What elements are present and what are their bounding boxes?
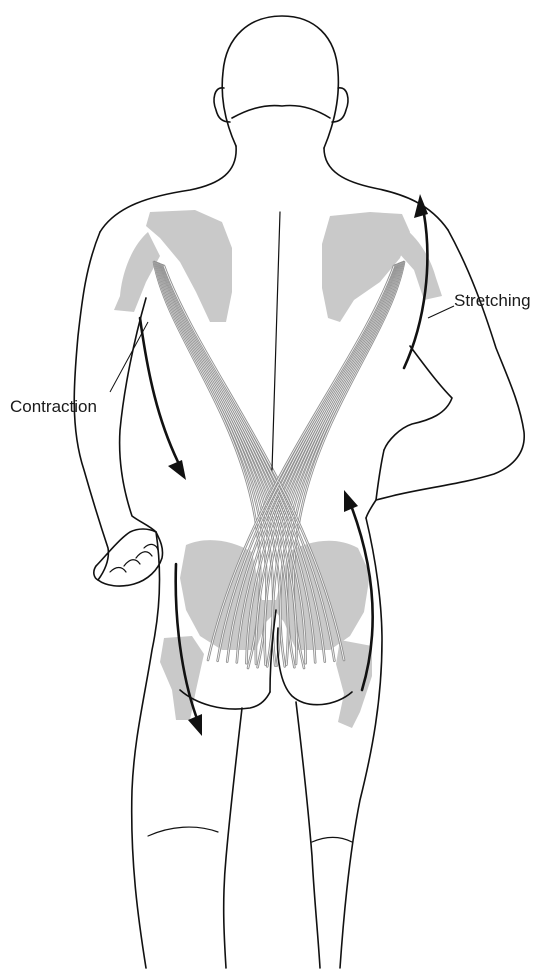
left-leg-inner — [224, 708, 242, 968]
left-femur — [160, 636, 204, 720]
head — [222, 16, 338, 148]
contraction-label: Contraction — [10, 398, 97, 415]
left-torso-side — [132, 532, 160, 968]
contraction-leader-line — [110, 322, 148, 392]
right-knee-crease — [312, 838, 352, 843]
right-leg-inner — [296, 702, 320, 968]
stretching-arrow-lower-head — [344, 490, 358, 512]
left-arm-inner — [120, 298, 156, 532]
stretching-arrow-upper-head — [414, 194, 428, 218]
left-knuckles — [110, 544, 158, 572]
hairline — [232, 106, 330, 119]
contraction-arrow-upper — [140, 318, 178, 462]
right-arm-inner — [384, 346, 452, 450]
stretching-leader-line — [428, 306, 454, 318]
right-forearm-fold — [366, 450, 384, 518]
left-humerus-head — [114, 232, 160, 312]
stretching-label: Stretching — [454, 292, 531, 309]
left-knee-crease — [148, 827, 218, 836]
contraction-arrow-upper-head — [168, 460, 186, 480]
spine-line — [272, 212, 280, 470]
